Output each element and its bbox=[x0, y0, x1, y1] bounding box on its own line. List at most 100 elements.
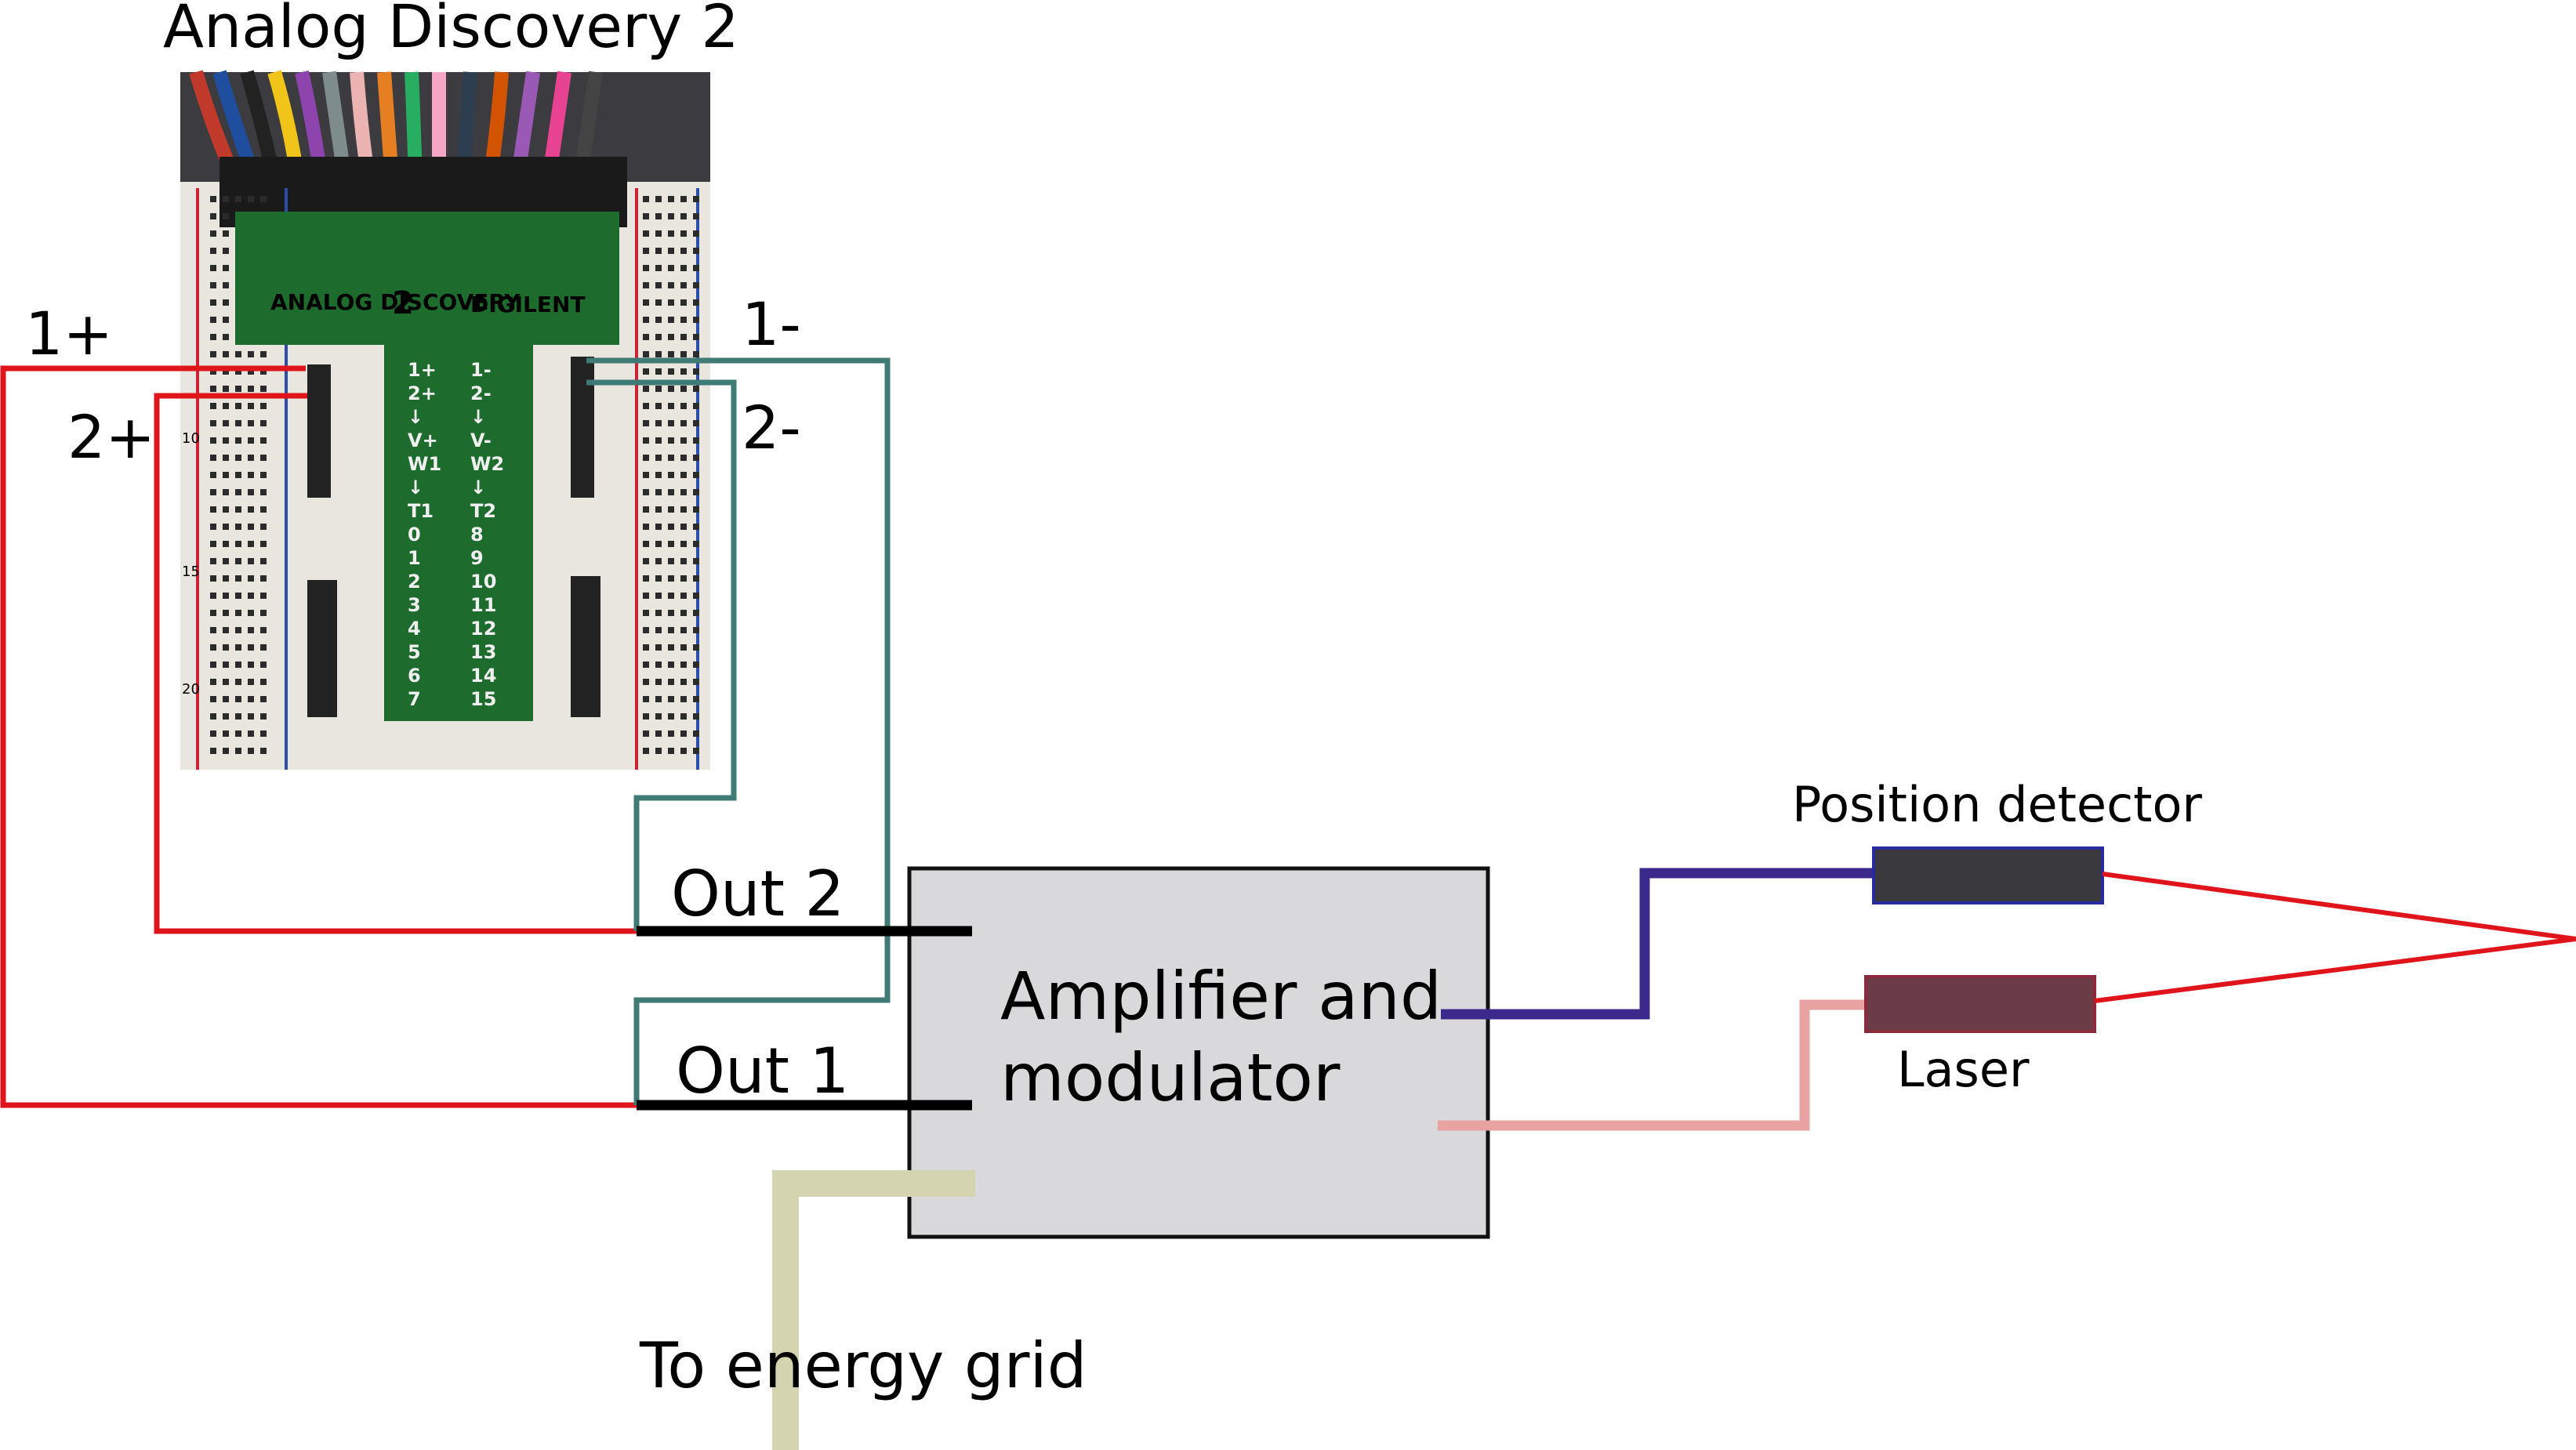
breadboard-hole bbox=[210, 748, 216, 754]
label-laser: Laser bbox=[1897, 1041, 2030, 1098]
breadboard-hole bbox=[235, 575, 241, 582]
jumper-pins-right-bottom bbox=[571, 576, 600, 717]
wire-ch1-plus bbox=[0, 365, 637, 1108]
breadboard-hole bbox=[235, 679, 241, 685]
breadboard-hole bbox=[223, 541, 229, 547]
breadboard-hole bbox=[693, 334, 699, 340]
breadboard-hole bbox=[693, 455, 699, 461]
breadboard-hole bbox=[655, 748, 662, 754]
laser-wire bbox=[1438, 999, 1866, 1131]
breadboard-hole bbox=[668, 455, 674, 461]
breadboard-hole bbox=[260, 368, 267, 375]
breadboard-hole bbox=[655, 282, 662, 288]
breadboard-hole bbox=[223, 506, 229, 513]
breadboard-hole bbox=[223, 489, 229, 495]
breadboard-hole bbox=[643, 575, 649, 582]
breadboard-hole bbox=[223, 593, 229, 599]
breadboard-hole bbox=[643, 248, 649, 254]
breadboard-hole bbox=[680, 524, 687, 530]
pcb-pin-label: 6 bbox=[408, 665, 421, 687]
breadboard-hole bbox=[210, 299, 216, 306]
pcb-pin-label: V- bbox=[470, 430, 492, 451]
breadboard-hole bbox=[680, 334, 687, 340]
breadboard-hole bbox=[223, 696, 229, 702]
breadboard-hole bbox=[668, 317, 674, 323]
breadboard-hole bbox=[655, 662, 662, 668]
breadboard-hole bbox=[643, 662, 649, 668]
breadboard-hole bbox=[655, 334, 662, 340]
breadboard-hole bbox=[693, 575, 699, 582]
breadboard-hole bbox=[668, 420, 674, 426]
breadboard-hole bbox=[643, 334, 649, 340]
pcb-pin-label: 2- bbox=[470, 382, 492, 404]
position-detector bbox=[1872, 846, 2104, 904]
breadboard-hole bbox=[680, 437, 687, 444]
pcb-pin-label: 12 bbox=[470, 618, 496, 640]
breadboard-hole bbox=[235, 748, 241, 754]
breadboard-hole bbox=[248, 420, 254, 426]
breadboard-hole bbox=[680, 713, 687, 720]
breadboard-hole bbox=[210, 696, 216, 702]
breadboard-hole bbox=[223, 524, 229, 530]
breadboard-hole bbox=[668, 627, 674, 633]
breadboard-hole bbox=[248, 437, 254, 444]
breadboard-hole bbox=[693, 230, 699, 237]
breadboard-hole bbox=[235, 541, 241, 547]
breadboard-hole bbox=[643, 472, 649, 478]
breadboard-hole bbox=[248, 575, 254, 582]
breadboard-hole bbox=[210, 368, 216, 375]
breadboard-hole bbox=[668, 748, 674, 754]
breadboard-hole bbox=[693, 472, 699, 478]
breadboard-hole bbox=[643, 455, 649, 461]
breadboard-hole bbox=[248, 351, 254, 357]
breadboard-hole bbox=[248, 713, 254, 720]
pcb-pin-label: 10 bbox=[470, 571, 496, 593]
breadboard-hole bbox=[693, 265, 699, 271]
breadboard-hole bbox=[680, 541, 687, 547]
pcb-pin-label: 4 bbox=[408, 618, 421, 640]
breadboard-hole bbox=[655, 489, 662, 495]
breadboard-hole bbox=[693, 317, 699, 323]
breadboard-hole bbox=[235, 713, 241, 720]
breadboard-hole bbox=[693, 403, 699, 409]
breadboard-hole bbox=[680, 489, 687, 495]
breadboard-hole bbox=[235, 506, 241, 513]
breadboard-hole bbox=[668, 230, 674, 237]
breadboard-hole bbox=[668, 524, 674, 530]
breadboard-hole bbox=[248, 196, 254, 202]
breadboard-hole bbox=[693, 696, 699, 702]
breadboard-hole bbox=[260, 196, 267, 202]
breadboard-hole bbox=[210, 541, 216, 547]
breadboard-hole bbox=[210, 282, 216, 288]
breadboard-hole bbox=[668, 213, 674, 219]
breadboard-hole bbox=[655, 299, 662, 306]
breadboard-hole bbox=[210, 627, 216, 633]
label-position-detector: Position detector bbox=[1792, 776, 2202, 833]
breadboard-hole bbox=[210, 644, 216, 651]
breadboard-hole bbox=[210, 334, 216, 340]
detector-wire bbox=[1441, 868, 1874, 1020]
breadboard-hole bbox=[693, 196, 699, 202]
breadboard-hole bbox=[235, 472, 241, 478]
breadboard-hole bbox=[680, 317, 687, 323]
breadboard-hole bbox=[223, 713, 229, 720]
breadboard-hole bbox=[655, 541, 662, 547]
breadboard-hole bbox=[248, 524, 254, 530]
breadboard-hole bbox=[655, 730, 662, 737]
breadboard-hole bbox=[643, 317, 649, 323]
breadboard-hole bbox=[223, 317, 229, 323]
breadboard-hole bbox=[223, 627, 229, 633]
label-energy-grid: To energy grid bbox=[639, 1329, 1087, 1402]
breadboard-hole bbox=[260, 437, 267, 444]
breadboard-hole bbox=[260, 455, 267, 461]
breadboard-hole bbox=[248, 679, 254, 685]
breadboard-hole bbox=[223, 472, 229, 478]
breadboard-hole bbox=[693, 558, 699, 564]
breadboard-hole bbox=[260, 627, 267, 633]
breadboard-hole bbox=[643, 213, 649, 219]
breadboard-hole bbox=[655, 248, 662, 254]
breadboard-hole bbox=[260, 644, 267, 651]
breadboard-hole bbox=[643, 403, 649, 409]
